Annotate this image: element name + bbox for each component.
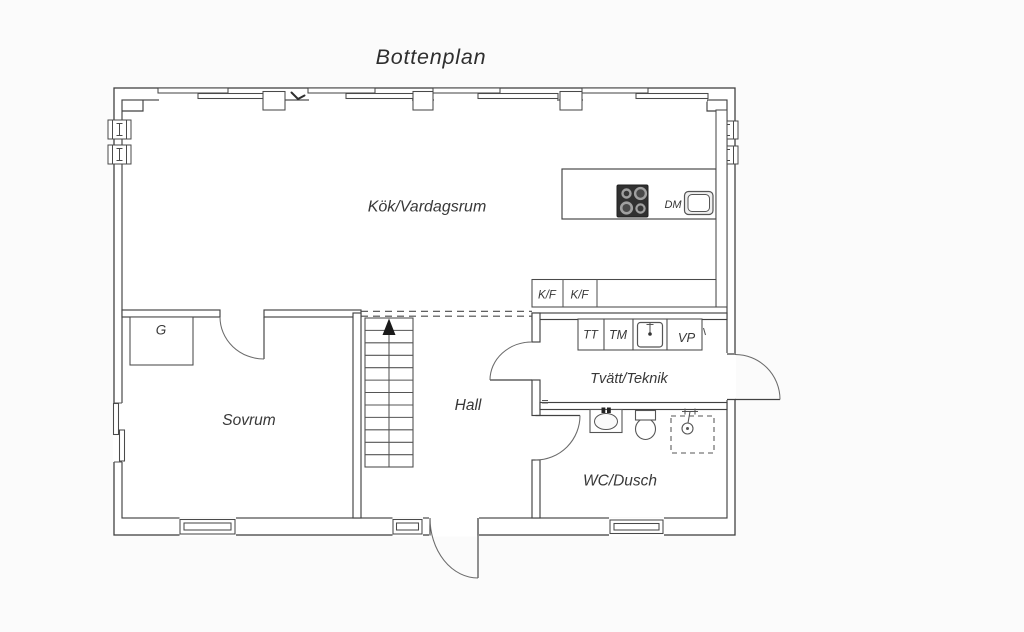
heat-pump-box bbox=[666, 318, 703, 351]
labels: Bottenplan Kök/Vardagsrum Sovrum Hall Tv… bbox=[156, 45, 696, 490]
label-tumble-dryer: TT bbox=[583, 328, 599, 342]
label-heat-pump: VP bbox=[678, 330, 696, 345]
heat-pump-tick bbox=[702, 327, 707, 336]
wardrobe-closet bbox=[129, 316, 194, 366]
washing-machine-box bbox=[603, 318, 634, 351]
bedroom-top-wall-left bbox=[121, 309, 221, 318]
label-fridge-freezer-right: K/F bbox=[571, 290, 590, 302]
label-dishwasher: DM bbox=[664, 199, 682, 211]
hall-bathroom-wall-lower bbox=[531, 459, 541, 519]
bathroom-door bbox=[535, 414, 581, 461]
kitchen-sink bbox=[683, 190, 714, 216]
open-ceiling-dashed-line bbox=[361, 310, 532, 317]
room-label-laundry: Tvätt/Teknik bbox=[590, 371, 668, 387]
room-label-bedroom: Sovrum bbox=[222, 412, 275, 429]
staircase bbox=[364, 317, 414, 468]
window-bottom-bathroom bbox=[609, 517, 664, 537]
bedroom-door bbox=[219, 316, 265, 360]
vent-symbol-left-1 bbox=[107, 119, 132, 140]
label-washing-machine: TM bbox=[609, 328, 628, 342]
tumble-dryer-box bbox=[577, 318, 605, 351]
washbasin bbox=[589, 407, 623, 434]
stair-up-arrow bbox=[382, 318, 396, 335]
laundry-sink bbox=[636, 321, 664, 348]
room-label-kitchen-living: Kök/Vardagsrum bbox=[368, 199, 487, 216]
hall-laundry-wall-upper bbox=[531, 312, 541, 343]
shower bbox=[670, 408, 715, 454]
label-wardrobe: G bbox=[156, 323, 167, 338]
kitchen-counter-right bbox=[715, 109, 728, 308]
room-label-bathroom: WC/Dusch bbox=[583, 473, 657, 490]
stair-bedroom-wall bbox=[352, 312, 362, 519]
bedroom-top-wall-right bbox=[263, 309, 362, 318]
windows bbox=[112, 87, 709, 537]
window-pier-3 bbox=[559, 90, 583, 111]
corner-notch-top-left bbox=[122, 100, 144, 112]
label-fridge-freezer-left: K/F bbox=[538, 290, 557, 302]
laundry-exterior-door bbox=[726, 353, 781, 401]
hall-laundry-wall-mid bbox=[531, 379, 541, 417]
room-label-hall: Hall bbox=[455, 397, 482, 414]
wall-tick-mark bbox=[290, 91, 306, 101]
laundry-bathroom-wall bbox=[539, 401, 728, 411]
bathroom-fittings bbox=[589, 407, 715, 454]
window-pier-2 bbox=[412, 90, 434, 111]
doors bbox=[219, 316, 781, 579]
vent-symbol-left-2 bbox=[107, 144, 132, 165]
threshold-mark bbox=[542, 399, 548, 404]
interior-walls bbox=[121, 309, 728, 519]
stove bbox=[616, 184, 649, 218]
window-bottom-hall bbox=[392, 517, 423, 537]
window-left-bedroom bbox=[112, 402, 126, 463]
entry-door bbox=[429, 516, 479, 579]
page-title: Bottenplan bbox=[376, 45, 487, 69]
kitchen-counter-bottom bbox=[531, 278, 717, 308]
kitchen-fittings bbox=[531, 109, 728, 308]
laundry-fittings bbox=[577, 318, 707, 351]
window-top-4 bbox=[581, 87, 709, 100]
toilet bbox=[634, 409, 657, 441]
laundry-door bbox=[489, 341, 533, 381]
window-bottom-bedroom bbox=[179, 517, 236, 537]
window-pier-1 bbox=[262, 90, 286, 111]
window-top-3 bbox=[432, 87, 559, 100]
